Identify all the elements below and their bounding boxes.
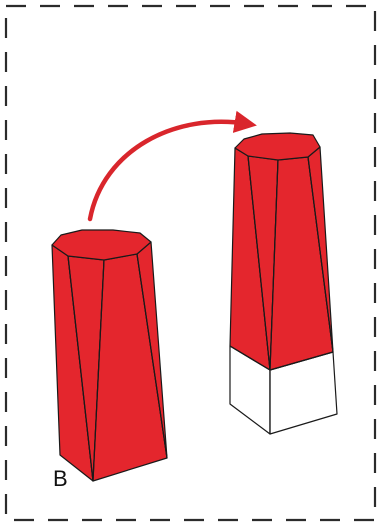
upright-prism-top — [234, 132, 321, 161]
tilted-prism-edge — [136, 253, 168, 459]
dashed-frame — [4, 4, 377, 522]
upright-prism-edge — [269, 159, 279, 371]
tilted-prism-top — [51, 229, 152, 261]
tilted-red-prism — [51, 229, 168, 482]
tilted-prism-edge — [92, 259, 105, 482]
curved-arrow — [87, 110, 257, 222]
figure-label: B — [53, 466, 68, 491]
upright-prism-edge — [247, 155, 271, 371]
upright-prism-edge — [307, 156, 334, 353]
upright-prism — [229, 132, 338, 435]
upright-prism-color-boundary — [229, 345, 334, 371]
tilted-prism-edge — [67, 255, 94, 482]
